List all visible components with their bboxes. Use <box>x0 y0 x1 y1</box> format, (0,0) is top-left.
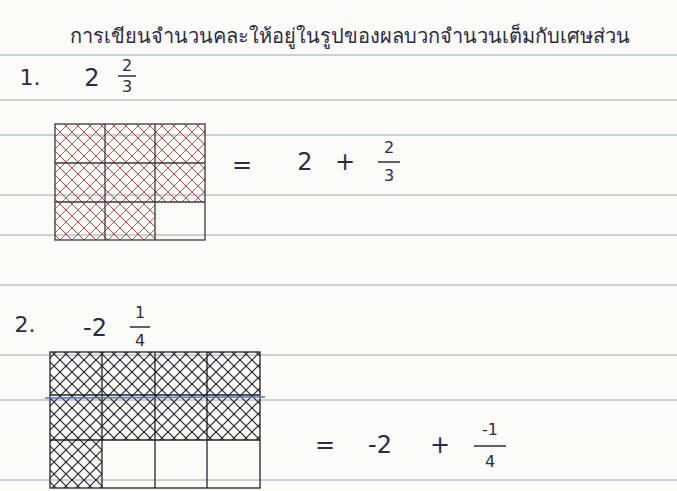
numerator: 2 <box>122 58 132 74</box>
denominator: 3 <box>384 168 394 184</box>
numerator: 2 <box>384 140 394 156</box>
equals-sign: = <box>315 433 335 457</box>
item-number: 2. <box>15 314 36 336</box>
numerator: -1 <box>482 422 498 438</box>
denominator: 4 <box>135 333 145 349</box>
fraction-bars <box>118 76 506 446</box>
numerator: 1 <box>135 305 145 321</box>
whole-number: 2 <box>84 66 99 90</box>
whole-number: -2 <box>368 433 392 457</box>
grid-one <box>55 124 205 240</box>
page-title: การเขียนจำนวนคละให้อยู่ในรูปของผลบวกจำนว… <box>70 26 630 46</box>
plus-sign: + <box>430 433 450 457</box>
plus-sign: + <box>335 150 355 174</box>
whole-number: -2 <box>83 316 107 340</box>
denominator: 4 <box>485 454 495 470</box>
whole-number: 2 <box>297 150 312 174</box>
equals-sign: = <box>232 153 252 177</box>
grid-two <box>45 352 265 488</box>
item-number: 1. <box>20 67 41 89</box>
denominator: 3 <box>122 79 132 95</box>
